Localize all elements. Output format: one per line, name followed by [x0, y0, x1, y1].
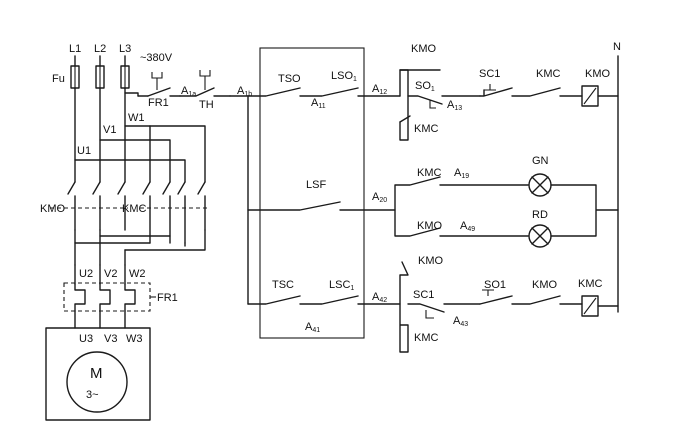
- u1-label: U1: [77, 145, 91, 157]
- fr1-relay-box: [63, 282, 151, 312]
- th-label: TH: [199, 99, 214, 111]
- fuse-elements: [74, 66, 126, 88]
- w1-wire: [124, 125, 206, 183]
- v3-label: V3: [104, 333, 117, 345]
- motor-feed-wires: [74, 310, 126, 329]
- fr1-heater-elements: [74, 283, 136, 312]
- phase-label-l3: L3: [119, 43, 131, 55]
- v1-label: V1: [103, 124, 116, 136]
- row3-contacts: [247, 295, 401, 305]
- gn-label: GN: [532, 155, 549, 167]
- so1-bottom-label: SO1: [484, 279, 506, 291]
- u1-wire: [74, 159, 186, 183]
- node-a11: A11: [311, 97, 326, 110]
- u3-label: U3: [79, 333, 93, 345]
- kmo-main-contacts: [50, 181, 128, 231]
- kmo-bottom-label: KMO: [532, 279, 558, 291]
- motor-label: M: [90, 365, 103, 382]
- u2-label: U2: [79, 268, 93, 280]
- kmc-coil-mark: [583, 297, 597, 315]
- supply-voltage-label: ~380V: [140, 52, 173, 64]
- node-a41: A41: [305, 321, 320, 334]
- sc1-bottom-button: [425, 310, 434, 319]
- kmo-hold-label: KMO: [418, 255, 444, 267]
- lsc1-label: LSC1: [329, 279, 354, 292]
- phase-label-l2: L2: [94, 43, 106, 55]
- node-a19: A19: [454, 167, 469, 180]
- fr1-control-label: FR1: [148, 97, 169, 109]
- kmc-coil-label: KMC: [578, 278, 603, 290]
- so1-top-button: [429, 100, 436, 109]
- motor-phase-label: 3~: [86, 389, 99, 401]
- node-a42: A42: [372, 291, 387, 304]
- kmo-coil-label: KMO: [585, 68, 611, 80]
- w2-label: W2: [129, 268, 146, 280]
- selector-frame: [259, 47, 365, 339]
- th-thermal-contact: [179, 70, 231, 97]
- node-a43: A43: [453, 315, 468, 328]
- kmc-hold-contact: [399, 115, 411, 123]
- neutral-label: N: [613, 41, 621, 53]
- row3-right-contacts: [479, 295, 583, 305]
- node-a12: A12: [372, 83, 387, 96]
- kmo-coil-mark: [583, 87, 597, 105]
- node-a20: A20: [372, 191, 387, 204]
- lamp-return: [550, 184, 619, 237]
- lsf-label: LSF: [306, 179, 326, 191]
- power-circuit: L1 L2 L3 Fu U1 V1 W1 KMO KMC: [40, 43, 208, 421]
- tso-label: TSO: [278, 73, 301, 85]
- phase-wires-lower: [74, 229, 126, 266]
- node-a49: A49: [460, 220, 475, 233]
- gn-lamp: [528, 173, 552, 197]
- kmc-power-label: KMC: [122, 203, 147, 215]
- control-circuit: ~380V FR1 A1a TH A1b TSO LSO1 A11 A12 KM…: [137, 41, 621, 353]
- phase-wires-mid: [74, 87, 126, 183]
- row2-lsf-contact: [247, 201, 396, 211]
- fuse-label: Fu: [52, 73, 65, 85]
- node-a1a: A1a: [181, 85, 196, 98]
- row1-right-contacts: [479, 87, 583, 97]
- phase-wires-top: [74, 55, 126, 67]
- sc1-top-label: SC1: [479, 68, 500, 80]
- lamp-branches: [394, 176, 529, 237]
- kmo-top-label: KMO: [411, 43, 437, 55]
- v2-label: V2: [104, 268, 117, 280]
- kmc-main-contacts: [140, 181, 208, 244]
- fr1-control-contact: [147, 72, 181, 97]
- sc1-bottom-contact: [407, 303, 481, 313]
- node-a1b: A1b: [237, 85, 252, 98]
- node-a13: A13: [447, 99, 462, 112]
- control-tap-wire: [124, 92, 139, 97]
- motor-symbol: [66, 351, 128, 413]
- rd-label: RD: [532, 209, 548, 221]
- motor-enclosure: [45, 327, 151, 421]
- w3-label: W3: [126, 333, 143, 345]
- rd-lamp: [528, 224, 552, 248]
- kmc-bottom-hold-label: KMC: [414, 332, 439, 344]
- phase-label-l1: L1: [69, 43, 81, 55]
- tsc-label: TSC: [272, 279, 294, 291]
- reversing-wires: [74, 229, 206, 251]
- kmc-hold-bottom-branch: [399, 261, 409, 353]
- kmo-hold-branch: [399, 69, 409, 141]
- sc1-bottom-label: SC1: [413, 289, 434, 301]
- so1-bottom-button: [482, 289, 494, 296]
- kmo-power-label: KMO: [40, 203, 66, 215]
- kmc-gn-label: KMC: [417, 167, 442, 179]
- v1-wire: [99, 139, 171, 183]
- so1-top-contact: [407, 95, 481, 105]
- kmc-hold-label: KMC: [414, 123, 439, 135]
- fr1-power-label: FR1: [157, 292, 178, 304]
- u2-v2-w2-wires: [74, 264, 126, 285]
- lso1-label: LSO1: [331, 70, 357, 83]
- kmo-rd-label: KMO: [417, 220, 443, 232]
- w1-label: W1: [128, 112, 145, 124]
- so1-top-label: SO1: [415, 80, 435, 93]
- sc1-top-button: [484, 84, 496, 91]
- kmc-top-label: KMC: [536, 68, 561, 80]
- row1-contacts: [247, 87, 401, 97]
